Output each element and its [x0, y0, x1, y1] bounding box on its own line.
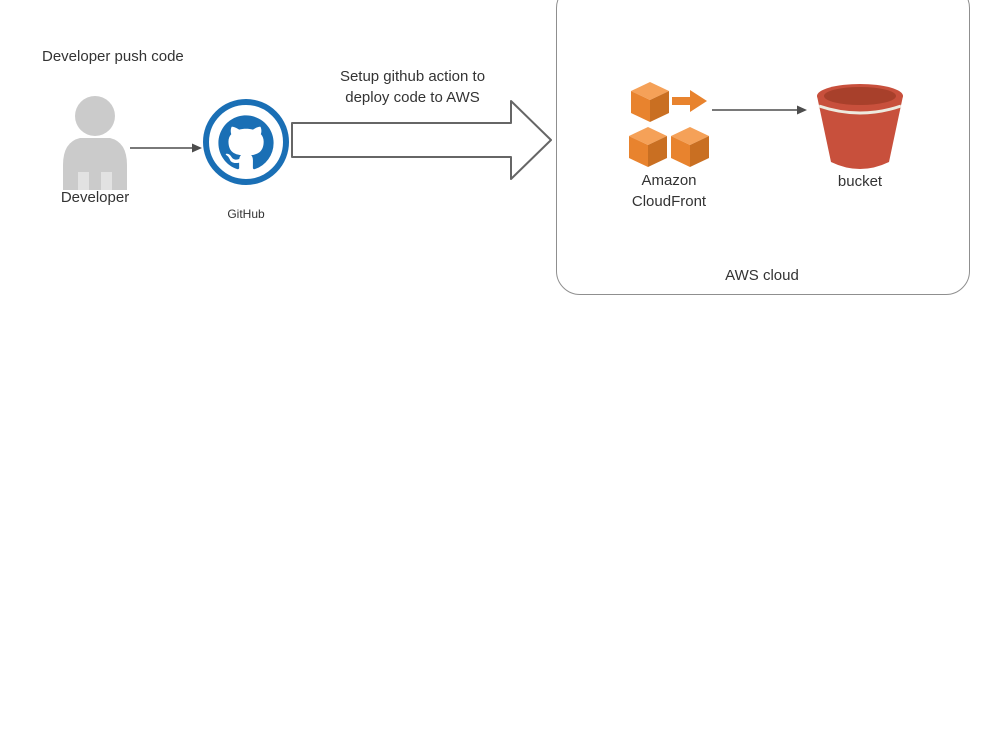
bucket-label: bucket [837, 173, 883, 190]
person-body [63, 138, 127, 190]
aws-cloud-label: AWS cloud [725, 267, 799, 284]
block-arrow-label-line2: deploy code to AWS [345, 89, 480, 106]
person-head [75, 96, 115, 136]
block-arrow-label-line1: Setup github action to [339, 68, 486, 85]
github-octocat-mark [218, 115, 274, 170]
github-label: GitHub [227, 207, 265, 221]
github-ring [203, 99, 289, 185]
edge-arrowhead [192, 143, 202, 153]
block-arrow-label: Setup github action to deploy code to AW… [305, 66, 520, 108]
cloudfront-label-line1: Amazon [641, 172, 697, 189]
cloudfront-label-line2: CloudFront [631, 193, 707, 210]
developer-to-github-arrow [130, 143, 202, 153]
github-to-aws-block-arrow [291, 100, 552, 180]
github-icon [203, 99, 289, 185]
developer-icon [63, 96, 127, 190]
aws-cloud-container [556, 0, 970, 295]
developer-label: Developer [60, 189, 130, 206]
diagram-title: Developer push code [42, 48, 184, 65]
cloudfront-label: Amazon CloudFront [604, 170, 734, 212]
